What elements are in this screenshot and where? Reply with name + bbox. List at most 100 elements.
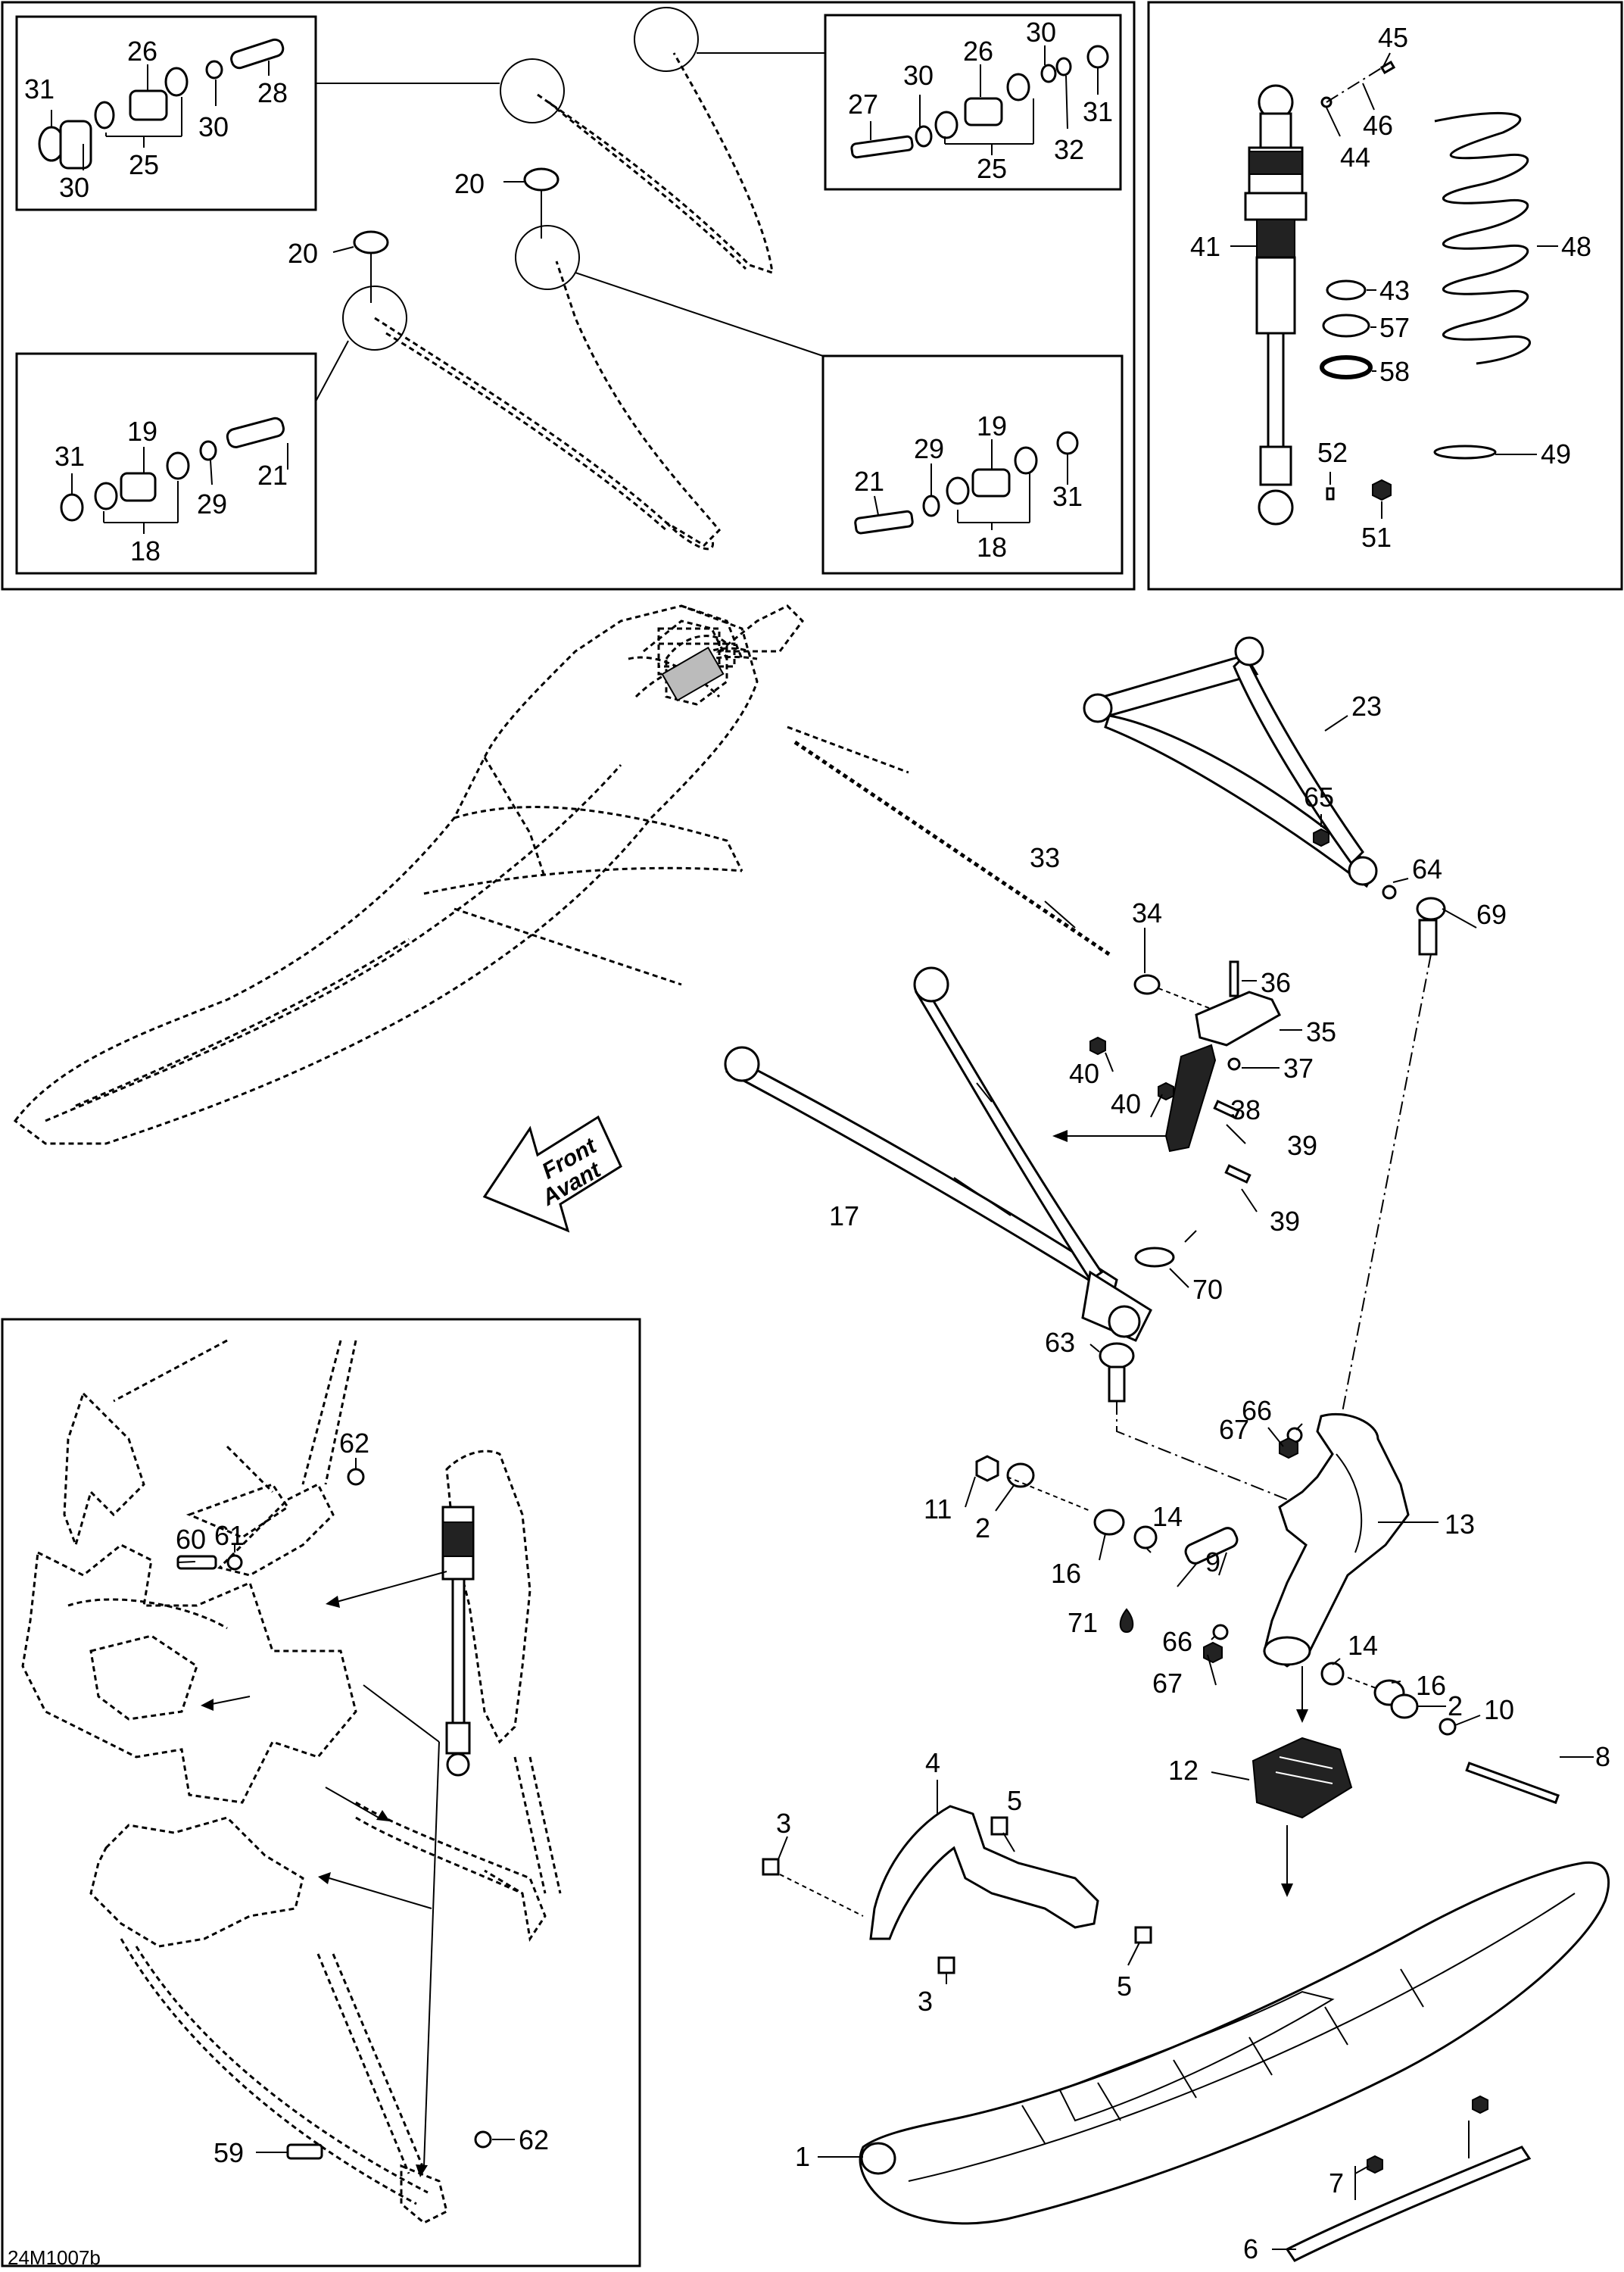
ball-joint-69 [1416,897,1446,956]
leader-lines [51,45,1594,2250]
ski-1 [859,1861,1610,2225]
callout-20: 20 [454,168,485,199]
front-suspension-assembly-outline [13,604,909,1145]
callout-43: 43 [1379,275,1410,306]
nut-40-upper [1089,1036,1106,1056]
callout-31: 31 [55,441,85,472]
callout-30: 30 [903,60,934,91]
bushing-2-left [1006,1462,1035,1488]
callout-8: 8 [1595,1741,1610,1772]
callout-41: 41 [1190,231,1220,262]
collar-57 [1322,314,1370,338]
callout-33: 33 [1030,842,1060,873]
bushing-2-right [1390,1693,1419,1719]
callout-29: 29 [914,433,944,464]
lower-a-arm-17 [724,966,1152,1342]
bushing-kit-box-bottom-left [15,352,317,575]
bushing-kit-box-bottom-right [821,354,1124,575]
screw-3-lower [937,1956,955,1974]
callout-61: 61 [214,1520,245,1551]
bushing-kit-parts-tl [38,38,285,170]
callout-52: 52 [1317,437,1348,468]
callout-40: 40 [1111,1088,1141,1119]
callout-30: 30 [198,111,229,142]
callout-10: 10 [1484,1694,1514,1725]
callout-19: 19 [977,410,1007,442]
nut-67-lower [1203,1641,1223,1664]
callout-7: 7 [1329,2167,1344,2199]
callout-5: 5 [1117,1971,1132,2002]
ski-handle-4 [869,1805,1099,1940]
nut-51 [1372,479,1392,501]
callout-27: 27 [848,89,878,120]
callout-3: 3 [776,1808,791,1839]
nut-7 [1367,2155,1383,2174]
frame-mount-assembly-outline [21,1339,562,2224]
callout-5: 5 [1007,1785,1022,1816]
washer-10 [1439,1718,1457,1736]
callout-16: 16 [1416,1670,1446,1701]
callout-58: 58 [1379,356,1410,387]
callout-67: 67 [1219,1414,1249,1445]
callout-2: 2 [1448,1690,1463,1721]
callout-12: 12 [1168,1755,1199,1786]
callout-70: 70 [1192,1274,1223,1305]
callout-23: 23 [1351,691,1382,722]
callout-21: 21 [257,460,288,491]
callout-13: 13 [1445,1509,1475,1540]
callout-71: 71 [1068,1607,1098,1638]
callout-34: 34 [1132,897,1162,928]
callout-6: 6 [1243,2233,1258,2264]
callout-38: 38 [1230,1094,1261,1125]
callout-25: 25 [977,153,1007,184]
pin-52 [1326,487,1335,501]
washer-20-upper [523,167,560,192]
callout-67: 67 [1152,1668,1183,1699]
callout-36: 36 [1261,967,1291,998]
screw-39-lower [1224,1164,1252,1184]
diagram-code: 24M1007b [8,2246,101,2269]
callout-65: 65 [1304,782,1334,813]
screw-45 [1379,60,1396,75]
callout-46: 46 [1363,110,1393,141]
bushing-kit-parts-tr [850,45,1109,159]
washer-64 [1382,885,1397,900]
callout-21: 21 [854,466,884,497]
callout-1: 1 [795,2141,810,2172]
screw-39-upper [1213,1100,1240,1119]
callout-4: 4 [925,1747,940,1778]
frame-mount-detail-panel [1,1318,641,2267]
bracket-35 [1195,991,1281,1047]
ball-joint-63 [1099,1342,1135,1403]
callout-14: 14 [1348,1630,1378,1661]
callout-37: 37 [1283,1053,1314,1084]
callout-26: 26 [963,36,993,67]
callout-26: 26 [127,36,157,67]
nut-62-upper [347,1468,365,1486]
callout-11: 11 [924,1493,952,1525]
tie-rod-33 [793,740,1111,957]
callout-32: 32 [1054,134,1084,165]
nut-67-upper [1279,1437,1298,1459]
upper-arm-detail-panel [1,1,1136,591]
upper-a-arm-23 [1083,636,1378,888]
callout-45: 45 [1378,22,1408,53]
bushing-kit-parts-br [854,431,1079,535]
washer-20-lower [353,230,389,254]
bushing-kit-parts-bl [60,417,285,522]
callout-31: 31 [1083,96,1113,127]
washer-14-left [1133,1525,1158,1550]
callout-40: 40 [1069,1058,1099,1089]
nut-11 [975,1455,999,1482]
callout-19: 19 [127,416,157,447]
o-ring-43 [1326,279,1367,301]
washer-14-right [1320,1662,1345,1686]
callout-48: 48 [1561,231,1591,262]
callout-25: 25 [129,149,159,180]
callout-66: 66 [1162,1626,1192,1657]
shock-absorber [1244,84,1308,526]
bolt-59 [286,2143,323,2160]
nut-7-b [1472,2095,1488,2114]
washer-37 [1227,1057,1241,1071]
